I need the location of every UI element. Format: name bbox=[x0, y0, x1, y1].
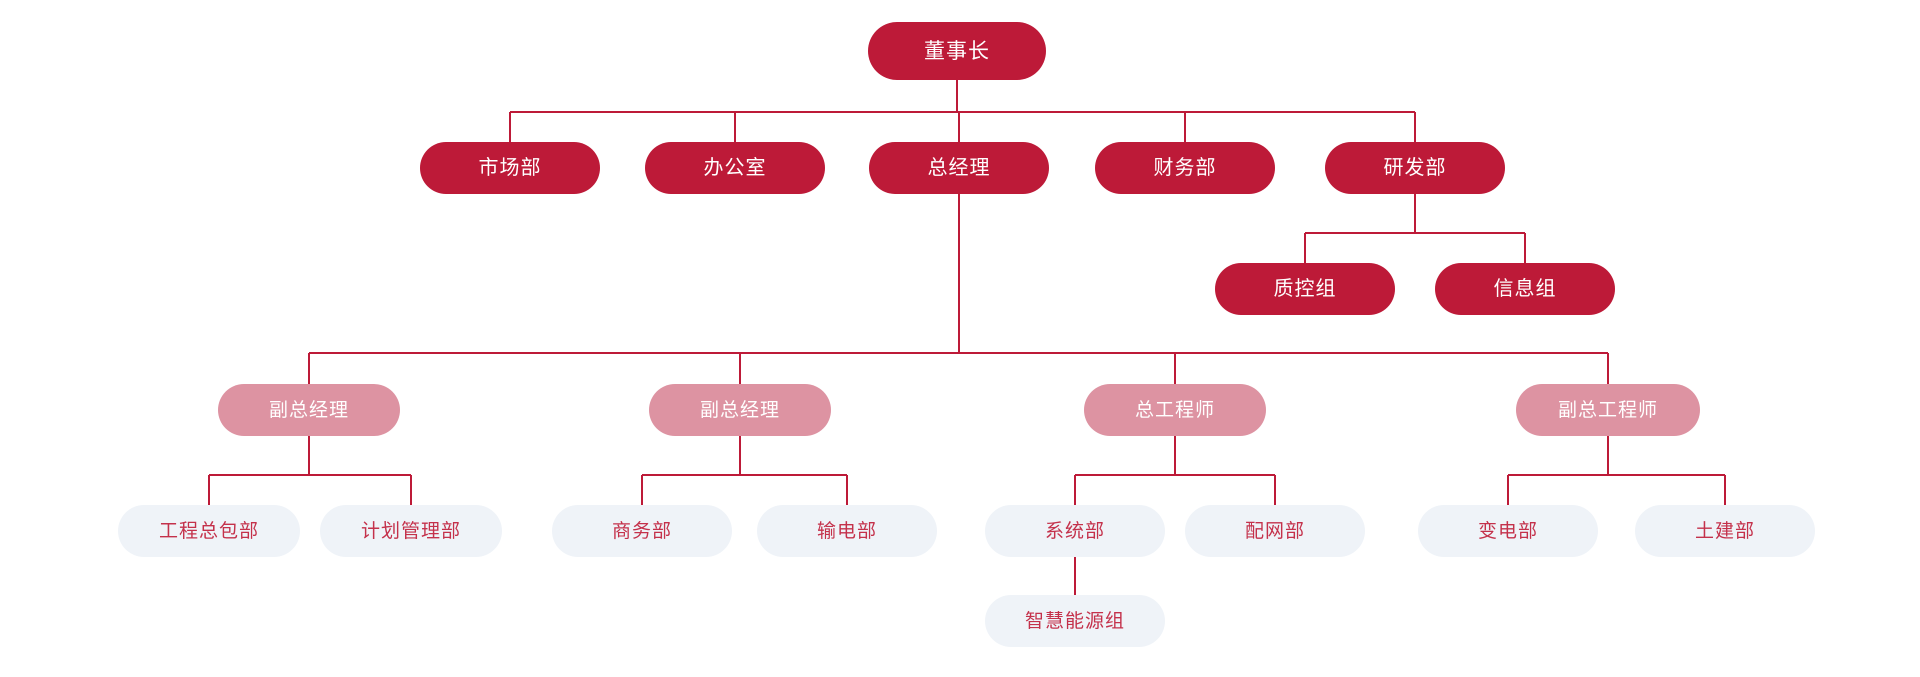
org-node-label: 副总经理 bbox=[699, 399, 780, 421]
org-node-distribution[interactable]: 配网部 bbox=[1185, 505, 1365, 557]
org-node-marketing[interactable]: 市场部 bbox=[420, 142, 600, 194]
org-node-label: 副总经理 bbox=[268, 399, 349, 421]
org-node-office[interactable]: 办公室 bbox=[645, 142, 825, 194]
org-node-label: 输电部 bbox=[816, 520, 877, 542]
org-node-label: 副总工程师 bbox=[1557, 399, 1658, 421]
org-node-label: 董事长 bbox=[924, 39, 990, 63]
org-node-label: 总工程师 bbox=[1134, 399, 1215, 421]
org-node-label: 办公室 bbox=[703, 157, 767, 179]
org-node-info-group[interactable]: 信息组 bbox=[1435, 263, 1615, 315]
org-node-epc-dept[interactable]: 工程总包部 bbox=[118, 505, 300, 557]
org-node-label: 商务部 bbox=[611, 520, 672, 542]
org-node-label: 系统部 bbox=[1044, 520, 1105, 542]
org-node-label: 智慧能源组 bbox=[1024, 610, 1125, 632]
org-node-vice-gm-1[interactable]: 副总经理 bbox=[218, 384, 400, 436]
org-node-label: 工程总包部 bbox=[158, 520, 259, 542]
org-node-substation[interactable]: 变电部 bbox=[1418, 505, 1598, 557]
org-node-chief-engineer[interactable]: 总工程师 bbox=[1084, 384, 1266, 436]
org-node-vice-gm-2[interactable]: 副总经理 bbox=[649, 384, 831, 436]
org-node-smart-energy[interactable]: 智慧能源组 bbox=[985, 595, 1165, 647]
org-node-label: 市场部 bbox=[478, 157, 542, 179]
org-node-label: 变电部 bbox=[1477, 520, 1538, 542]
org-node-label: 研发部 bbox=[1383, 157, 1447, 179]
org-node-rnd[interactable]: 研发部 bbox=[1325, 142, 1505, 194]
org-node-civil[interactable]: 土建部 bbox=[1635, 505, 1815, 557]
org-node-label: 配网部 bbox=[1244, 520, 1305, 542]
org-node-general-mgr[interactable]: 总经理 bbox=[869, 142, 1049, 194]
org-node-chairman[interactable]: 董事长 bbox=[868, 22, 1046, 80]
org-node-label: 总经理 bbox=[927, 157, 991, 179]
org-node-finance[interactable]: 财务部 bbox=[1095, 142, 1275, 194]
org-node-system[interactable]: 系统部 bbox=[985, 505, 1165, 557]
org-node-label: 计划管理部 bbox=[360, 520, 461, 542]
org-node-label: 土建部 bbox=[1694, 520, 1755, 542]
org-node-label: 质控组 bbox=[1273, 278, 1337, 300]
org-node-transmission[interactable]: 输电部 bbox=[757, 505, 937, 557]
org-node-label: 财务部 bbox=[1153, 157, 1217, 179]
org-node-plan-mgmt[interactable]: 计划管理部 bbox=[320, 505, 502, 557]
org-node-business[interactable]: 商务部 bbox=[552, 505, 732, 557]
org-node-label: 信息组 bbox=[1493, 278, 1557, 300]
org-node-vice-chief-eng[interactable]: 副总工程师 bbox=[1516, 384, 1700, 436]
org-node-qc-group[interactable]: 质控组 bbox=[1215, 263, 1395, 315]
